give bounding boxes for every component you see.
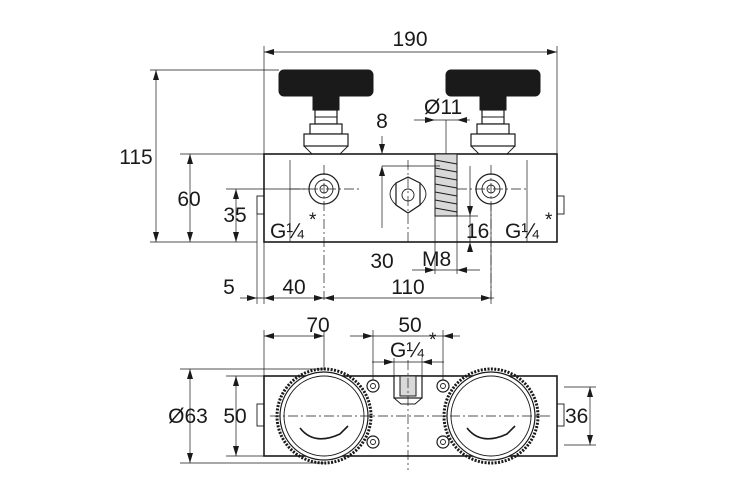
dim-top-50: 50 <box>398 314 421 337</box>
dim-top-70: 70 <box>306 314 329 337</box>
asterisk-left: * <box>309 210 317 231</box>
top-view: 70 50 G¼ * Ø63 50 36 <box>168 314 596 470</box>
top-left-lug <box>256 403 265 427</box>
dim-offset-110: 110 <box>391 276 424 299</box>
left-lug <box>256 195 265 215</box>
label-port-right: G¼ <box>505 220 539 243</box>
dim-overall-height: 115 <box>119 146 152 169</box>
dim-port-height: 35 <box>223 204 246 227</box>
dim-offset-30: 30 <box>370 250 393 273</box>
dim-depth-8: 8 <box>376 110 388 133</box>
mounting-holes <box>366 379 450 449</box>
dim-knob-diameter: Ø63 <box>168 405 208 428</box>
label-thread: M8 <box>422 248 451 271</box>
center-nut <box>389 176 427 214</box>
label-port-left: G¼ <box>270 220 304 243</box>
asterisk-right: * <box>545 210 553 231</box>
threaded-bore <box>434 120 458 217</box>
left-valve <box>278 69 374 155</box>
dim-body-height: 60 <box>177 188 200 211</box>
asterisk-top: * <box>429 330 437 351</box>
dim-overall-width: 190 <box>392 28 427 51</box>
dim-knob-bore: Ø11 <box>424 96 462 119</box>
dim-side-36: 36 <box>565 405 588 428</box>
right-valve <box>445 69 541 155</box>
label-top-port: G¼ <box>390 339 424 362</box>
dim-body-depth: 50 <box>223 405 246 428</box>
dim-offset-5: 5 <box>223 276 235 299</box>
dim-offset-40: 40 <box>282 276 305 299</box>
dim-bore-depth: 16 <box>466 220 489 243</box>
right-lug <box>556 195 565 215</box>
front-view: 190 115 60 35 G¼ * G¼ * Ø11 8 30 <box>119 28 565 304</box>
top-right-lug <box>556 403 565 427</box>
